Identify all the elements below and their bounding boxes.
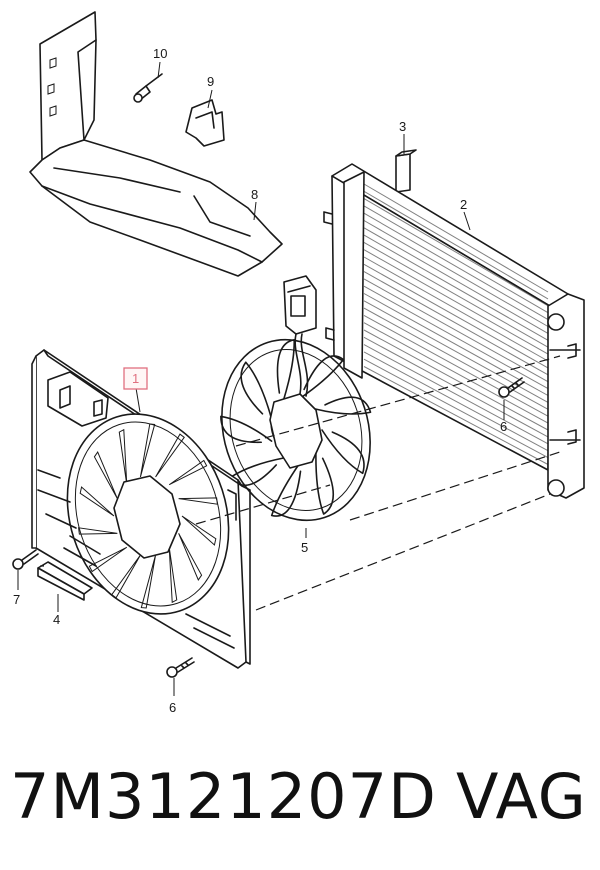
fan-motor-assembly <box>220 275 372 522</box>
shroud-spoke <box>88 546 128 573</box>
fan-blade <box>270 461 302 517</box>
clip-bracket <box>185 99 225 147</box>
caption-bar: 7M3121207D VAG <box>0 752 600 852</box>
fan-blade <box>321 429 365 475</box>
shroud-spoke <box>79 486 115 517</box>
callout-labels: 10 9 3 2 8 1 6 5 7 4 6 <box>13 46 507 715</box>
shroud-spoke <box>118 428 128 485</box>
callout-7: 7 <box>13 592 20 607</box>
fan-blade <box>240 361 273 420</box>
rivet <box>133 73 163 103</box>
screw-7 <box>12 549 39 570</box>
callout-10: 10 <box>153 46 167 61</box>
shroud-spoke <box>78 527 118 535</box>
part-number: 7M3121207D <box>10 760 437 833</box>
shroud-spoke <box>139 423 156 478</box>
fan-blade <box>315 450 334 515</box>
fan-blade <box>315 396 372 415</box>
callout-8: 8 <box>251 187 258 202</box>
shroud-spoke <box>168 547 178 604</box>
alignment-lines <box>40 355 561 611</box>
shroud-spoke <box>181 515 217 546</box>
fan-blade <box>276 338 296 403</box>
shroud-spoke <box>168 459 208 486</box>
callout-4: 4 <box>53 612 60 627</box>
brand-label: VAG <box>456 760 587 833</box>
screw-6-upper <box>498 377 525 398</box>
shroud-spoke <box>111 554 141 599</box>
callout-9: 9 <box>207 74 214 89</box>
exploded-parts-diagram: 10 9 3 2 8 1 6 5 7 4 6 <box>12 11 585 715</box>
screw-6-lower <box>166 657 195 678</box>
fan-blade <box>220 415 273 444</box>
fan-blade <box>299 355 345 399</box>
rubber-buffer <box>395 149 417 193</box>
callout-1: 1 <box>132 371 139 386</box>
shroud-spoke <box>178 497 218 505</box>
leader-lines <box>17 61 505 696</box>
seal-strip <box>37 561 93 601</box>
shroud-spoke <box>178 533 203 582</box>
callout-6-lower: 6 <box>169 700 176 715</box>
shroud-spoke <box>93 450 118 499</box>
air-duct-panel <box>29 11 283 277</box>
callout-2: 2 <box>460 197 467 212</box>
radiator <box>323 163 585 499</box>
callout-5: 5 <box>301 540 308 555</box>
callout-1-box <box>123 367 148 390</box>
callout-6-upper: 6 <box>500 419 507 434</box>
fan-shroud <box>31 349 251 669</box>
callout-3: 3 <box>399 119 406 134</box>
shroud-spoke <box>140 554 157 609</box>
shroud-spoke <box>155 433 185 478</box>
